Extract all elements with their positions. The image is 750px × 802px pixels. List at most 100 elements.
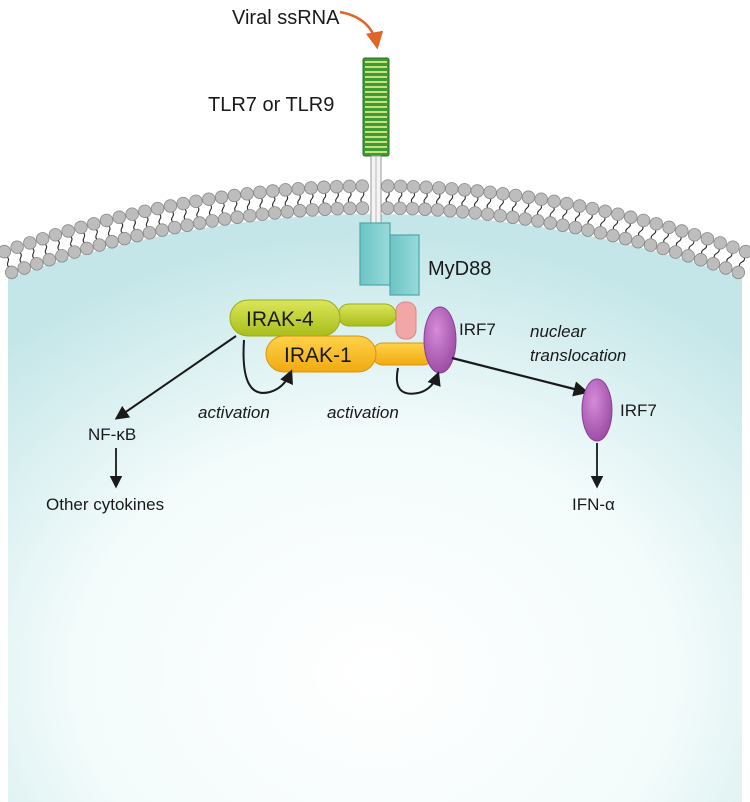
lipid-head [330, 201, 345, 216]
lipid-tail [82, 231, 86, 245]
irf7-free-label: IRF7 [620, 401, 657, 420]
lipid-tail [410, 191, 416, 205]
lipid-head [506, 210, 520, 224]
lipid-head [205, 214, 219, 228]
activation-left-label: activation [198, 403, 270, 422]
lipid-head [92, 238, 107, 252]
lipid-head [598, 204, 612, 218]
lipid-tail [335, 191, 339, 205]
lipid-tail [461, 194, 466, 208]
lipid-head [80, 241, 94, 256]
lipid-tail [436, 192, 441, 206]
lipid-head [243, 208, 257, 223]
lipid-head [508, 188, 523, 203]
lipid-head [189, 194, 203, 209]
lipid-head [694, 253, 708, 267]
lipid-head [342, 179, 357, 194]
lipid-tail [208, 203, 213, 217]
lipid-head [17, 261, 31, 275]
lipid-tail [675, 235, 682, 248]
activation-right-label: activation [327, 403, 399, 422]
myd88-label: MyD88 [428, 258, 491, 280]
lipid-bilayer-membrane [0, 179, 750, 280]
lipid-tail [511, 200, 517, 213]
lipid-head [23, 236, 37, 250]
lipid-head [48, 228, 63, 242]
lipid-head [662, 220, 676, 234]
irak1-label: IRAK-1 [284, 344, 352, 367]
lipid-tail [486, 196, 492, 210]
lipid-head [381, 179, 395, 193]
myd88 [359, 222, 420, 296]
lipid-head [112, 210, 126, 224]
lipid-tail [18, 251, 23, 264]
lipid-tail [69, 235, 74, 248]
lipid-head [468, 206, 482, 220]
lipid-tail [385, 190, 390, 204]
lipid-tail [107, 224, 112, 238]
lipid-head [531, 214, 545, 228]
lipid-head [35, 232, 50, 246]
lipid-head [719, 261, 733, 275]
lipid-head [138, 204, 152, 218]
lipid-head [631, 235, 645, 249]
lipid-head [406, 180, 421, 194]
lipid-head [255, 207, 270, 221]
lipid-tail [637, 224, 644, 238]
lipid-tail [423, 191, 428, 205]
lipid-head [305, 203, 320, 217]
lipid-head [304, 181, 318, 195]
irf7-bound-label: IRF7 [459, 320, 496, 339]
lipid-head [418, 202, 432, 216]
lipid-head [624, 210, 638, 224]
lipid-head [355, 201, 370, 215]
lipid-head [155, 223, 169, 237]
lipid-head [649, 217, 663, 231]
lipid-tail [612, 218, 619, 232]
lipid-head [681, 249, 695, 263]
lipid-head [581, 223, 595, 237]
lipid-head [483, 185, 497, 200]
lipid-tail [183, 208, 187, 221]
irak4-to-nfkb-arrow [114, 335, 237, 420]
lipid-tail [738, 256, 746, 268]
lipid-head [636, 213, 651, 228]
lipid-head [214, 190, 229, 204]
lipid-head [293, 204, 307, 218]
lipid-tail [94, 228, 99, 241]
irf7-bound [423, 306, 457, 374]
irak1-activates-irf7-arrow [396, 367, 441, 395]
lipid-head [30, 257, 44, 271]
lipid-head [167, 220, 182, 235]
lipid-tail [726, 251, 733, 264]
adapter-domain [395, 301, 417, 340]
lipid-head [675, 224, 689, 238]
lipid-head [547, 194, 561, 209]
lipid-head [0, 244, 12, 259]
lipid-head [74, 220, 88, 234]
lipid-head [67, 245, 82, 259]
lipid-head [493, 208, 507, 223]
lipid-head [585, 201, 600, 216]
lipid-head [706, 257, 720, 271]
lipid-head [731, 265, 746, 280]
lipid-tail [625, 221, 631, 235]
tlr-receptor [362, 57, 390, 225]
lipid-head [125, 207, 139, 221]
lipid-tail [322, 191, 327, 205]
lipid-tail [600, 215, 606, 229]
lipid-head [10, 240, 24, 254]
lipid-head [355, 179, 369, 193]
lipid-head [457, 183, 472, 197]
lipid-head [230, 210, 244, 224]
lipid-head [534, 192, 548, 206]
irak4-activates-irak1-arrow [242, 339, 293, 394]
lipid-head [618, 231, 633, 246]
lipid-tail [524, 201, 530, 215]
lipid-tail [473, 195, 479, 209]
lipid-tail [309, 192, 314, 206]
lipid-tail [360, 190, 365, 204]
lipid-head [55, 249, 69, 263]
lipid-head [556, 218, 570, 232]
